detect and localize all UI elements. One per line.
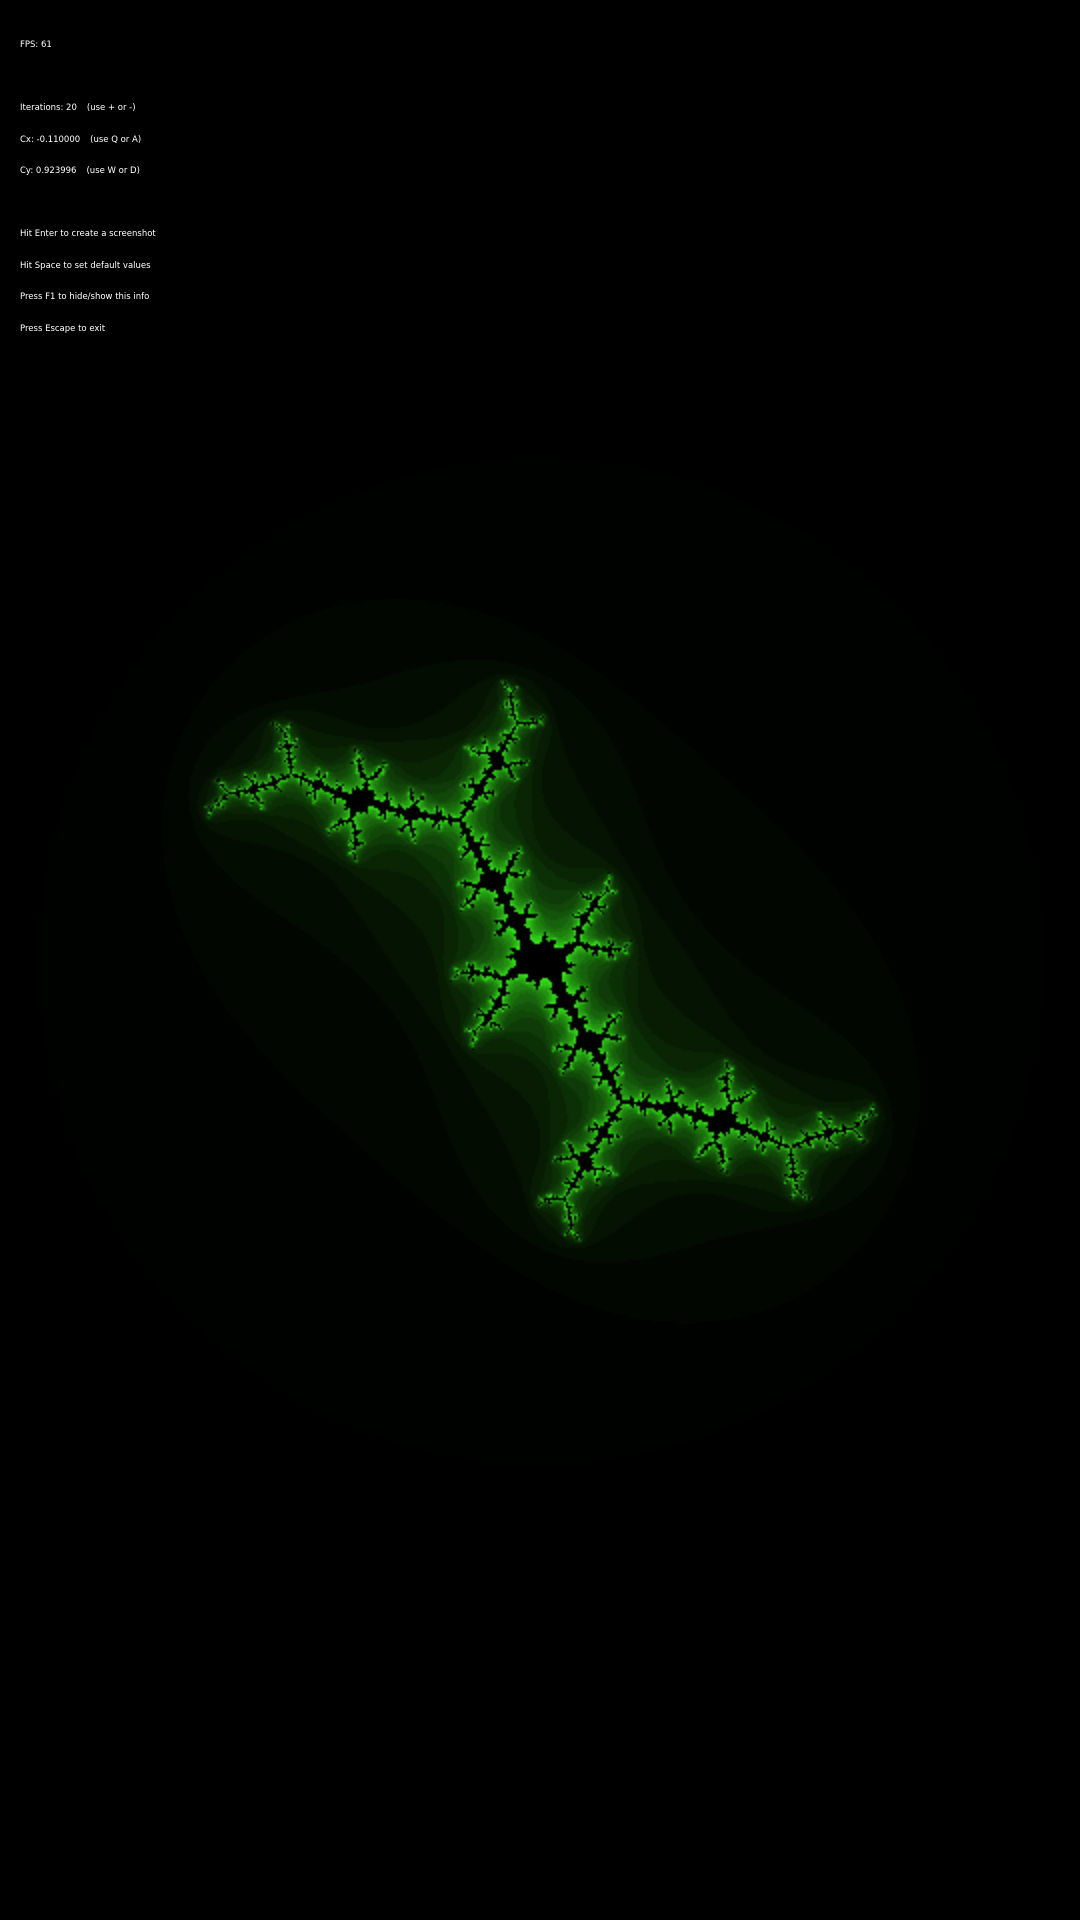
spacer [20, 72, 156, 83]
iterations-value: Iterations: 20 [20, 103, 77, 113]
cx-row: Cx: -0.110000 (use Q or A) [20, 135, 156, 146]
cy-row: Cy: 0.923996 (use W or D) [20, 166, 156, 177]
help-exit: Press Escape to exit [20, 323, 106, 334]
spacer [20, 198, 156, 209]
help-defaults: Hit Space to set default values [20, 260, 151, 271]
cy-hint: (use W or D) [86, 166, 140, 176]
iterations-hint: (use + or -) [86, 103, 136, 113]
cx-hint: (use Q or A) [90, 134, 142, 145]
info-overlay: FPS: 61 Iterations: 20 (use + or -) Cx: -… [20, 19, 156, 355]
cx-value: Cx: -0.110000 [20, 134, 81, 145]
help-screenshot: Hit Enter to create a screenshot [20, 229, 156, 239]
iterations-row: Iterations: 20 (use + or -) [20, 103, 156, 114]
help-toggle-info: Press F1 to hide/show this info [20, 292, 150, 302]
cy-value: Cy: 0.923996 [20, 166, 77, 176]
fps-counter: FPS: 61 [20, 40, 52, 50]
